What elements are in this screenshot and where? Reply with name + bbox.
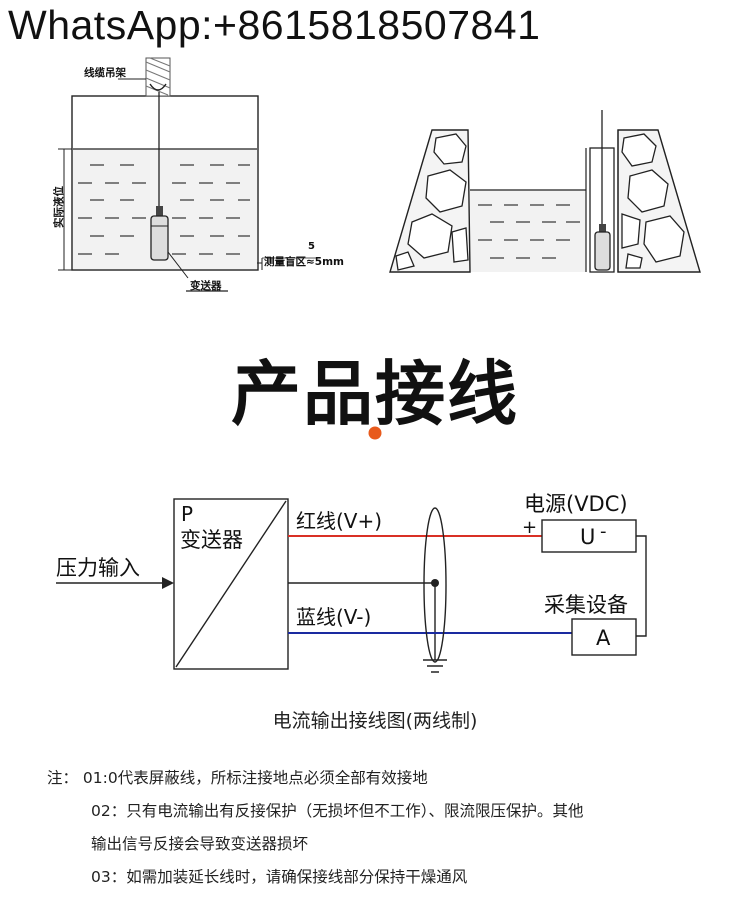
blind-zone-number: 5 bbox=[308, 241, 315, 252]
red-wire-label: 红线(V+) bbox=[296, 509, 382, 533]
return-wire bbox=[636, 535, 647, 637]
acquisition-label: 采集设备 bbox=[544, 593, 628, 617]
u-label: U bbox=[580, 525, 595, 549]
pressure-input-label: 压力输入 bbox=[56, 556, 140, 580]
tank-diagram-left bbox=[58, 57, 320, 292]
wiring-transmitter-label: 变送器 bbox=[180, 528, 243, 552]
blind-zone-label: 测量盲区≈5mm bbox=[264, 255, 344, 268]
wiring-caption: 电流输出接线图(两线制) bbox=[272, 710, 478, 732]
watermark: WhatsApp:+8615818507841 bbox=[8, 2, 541, 48]
cable-hanger-icon bbox=[145, 57, 171, 97]
u-minus-label: - bbox=[600, 521, 607, 542]
note-01: 注： 01:0代表屏蔽线，所标注接地点必须全部有效接地 bbox=[47, 769, 428, 787]
transmitter-label: 变送器 bbox=[190, 279, 222, 292]
shield-ellipse bbox=[423, 507, 447, 663]
a-label: A bbox=[596, 626, 611, 650]
note-02-line1: 02：只有电流输出有反接保护（无损坏但不工作）、限流限压保护。其他 bbox=[91, 802, 584, 820]
power-label: 电源(VDC) bbox=[524, 492, 628, 516]
note-03: 03：如需加装延长线时，请确保接线部分保持干燥通风 bbox=[91, 868, 468, 886]
well-diagram-right bbox=[389, 110, 701, 273]
blue-wire-label: 蓝线(V-) bbox=[296, 605, 371, 629]
arrow-right-icon bbox=[162, 577, 174, 589]
well-probe-icon bbox=[594, 224, 611, 271]
cable-hanger-label: 线缆吊架 bbox=[84, 66, 126, 79]
section-title: 产品接线 bbox=[231, 353, 519, 435]
note-02-line2: 输出信号反接会导致变送器损坏 bbox=[91, 835, 309, 853]
level-dimension bbox=[58, 148, 72, 271]
wiring-diagram bbox=[56, 498, 647, 673]
transmitter-probe-icon bbox=[150, 206, 169, 261]
pressure-p-label: P bbox=[181, 502, 193, 526]
acquisition-box bbox=[571, 618, 637, 656]
title-accent bbox=[306, 426, 446, 440]
plus-sign: + bbox=[522, 517, 537, 538]
well-liquid-dashes bbox=[478, 204, 580, 259]
liquid-dashes bbox=[78, 164, 250, 255]
ground-icon bbox=[423, 659, 447, 673]
actual-level-label: 实际液位 bbox=[52, 186, 65, 228]
power-supply-box bbox=[541, 519, 637, 553]
